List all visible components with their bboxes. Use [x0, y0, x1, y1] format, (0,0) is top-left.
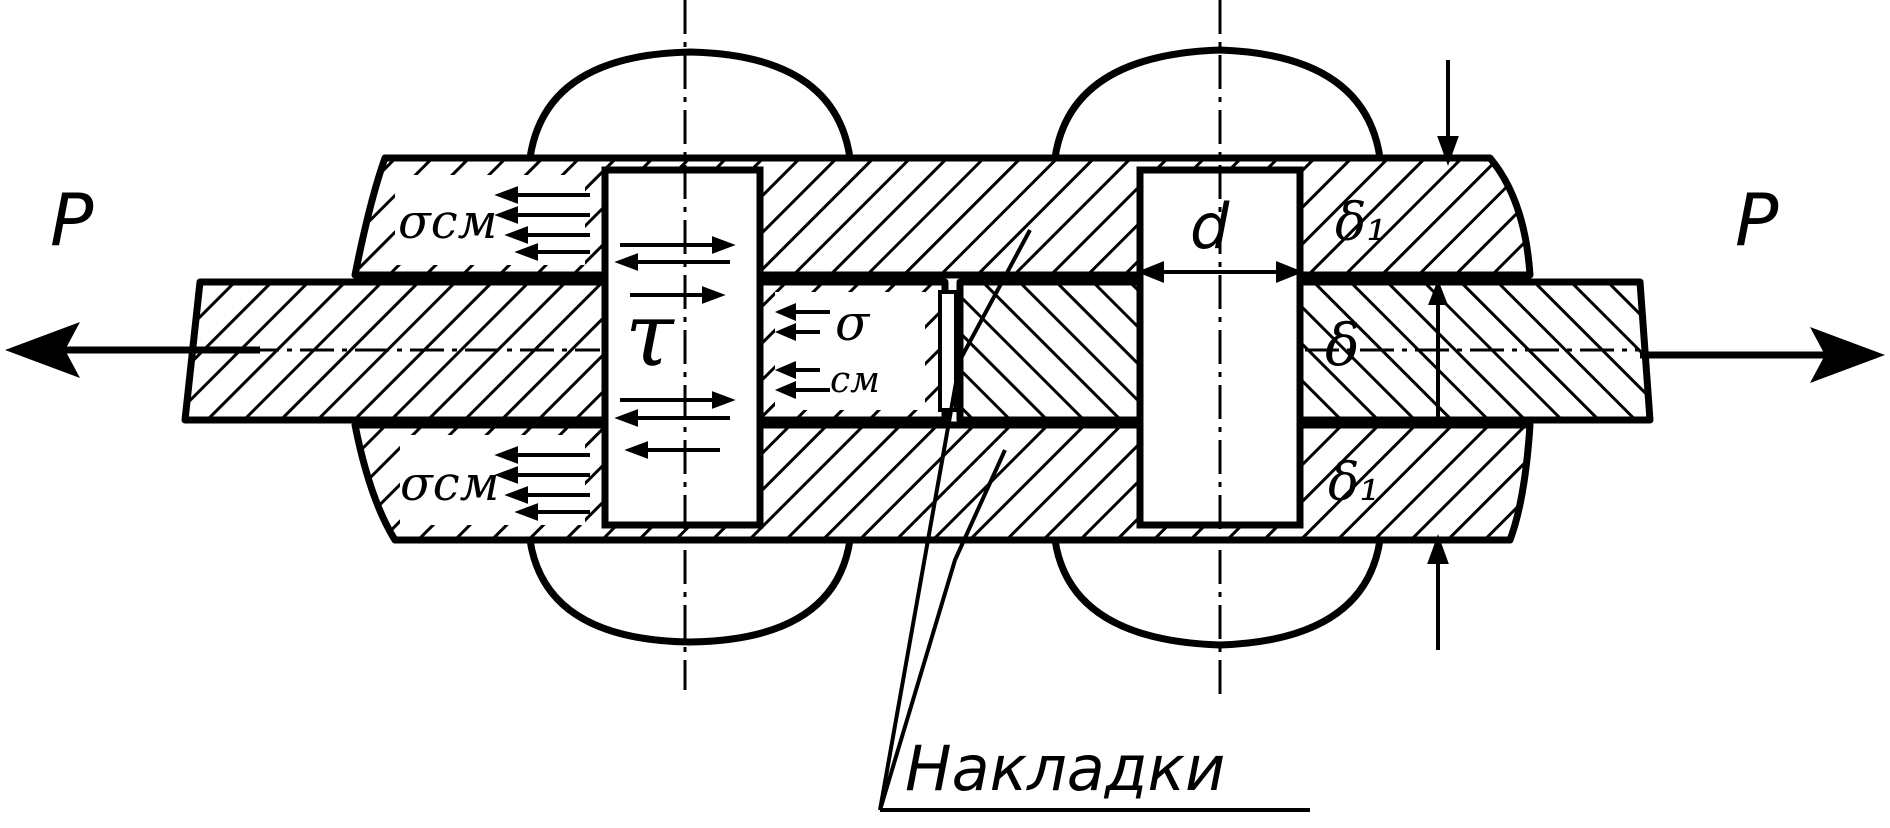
bearing-arrows-left-bottom	[494, 446, 590, 521]
bearing-arrows-center	[774, 302, 830, 400]
right-rivet-top-head	[1051, 46, 1384, 159]
force-label-left: P	[50, 178, 94, 262]
thickness-dimension	[1427, 60, 1459, 650]
right-force-arrow	[1640, 327, 1885, 383]
shear-arrows-left-rivet	[614, 236, 736, 459]
bearing-stress-label-left-top: σсм	[398, 194, 497, 250]
bearing-stress-label-left-bottom: σсм	[400, 456, 499, 512]
left-rivet-shank	[601, 166, 764, 529]
force-label-right: P	[1735, 178, 1779, 262]
diameter-dimension	[1136, 261, 1304, 283]
bearing-stress-label: σ	[835, 294, 871, 352]
bearing-arrows-left-top	[494, 186, 590, 261]
thickness-label-main: δ	[1325, 311, 1360, 379]
diameter-label: d	[1190, 190, 1230, 263]
thickness-label-bottom: δ₁	[1328, 453, 1380, 513]
left-rivet-bottom-head	[526, 539, 854, 646]
gap-slot	[938, 290, 958, 412]
bearing-stress-subscript: см	[830, 360, 880, 401]
callout-leaders	[878, 229, 1310, 812]
thickness-label-top: δ₁	[1335, 193, 1387, 253]
callout-label: Накладки	[905, 732, 1225, 805]
right-rivet-bottom-head	[1051, 539, 1384, 649]
shear-stress-label: τ	[625, 283, 675, 386]
left-force-arrow	[5, 322, 260, 378]
left-rivet-top-head	[526, 48, 854, 159]
